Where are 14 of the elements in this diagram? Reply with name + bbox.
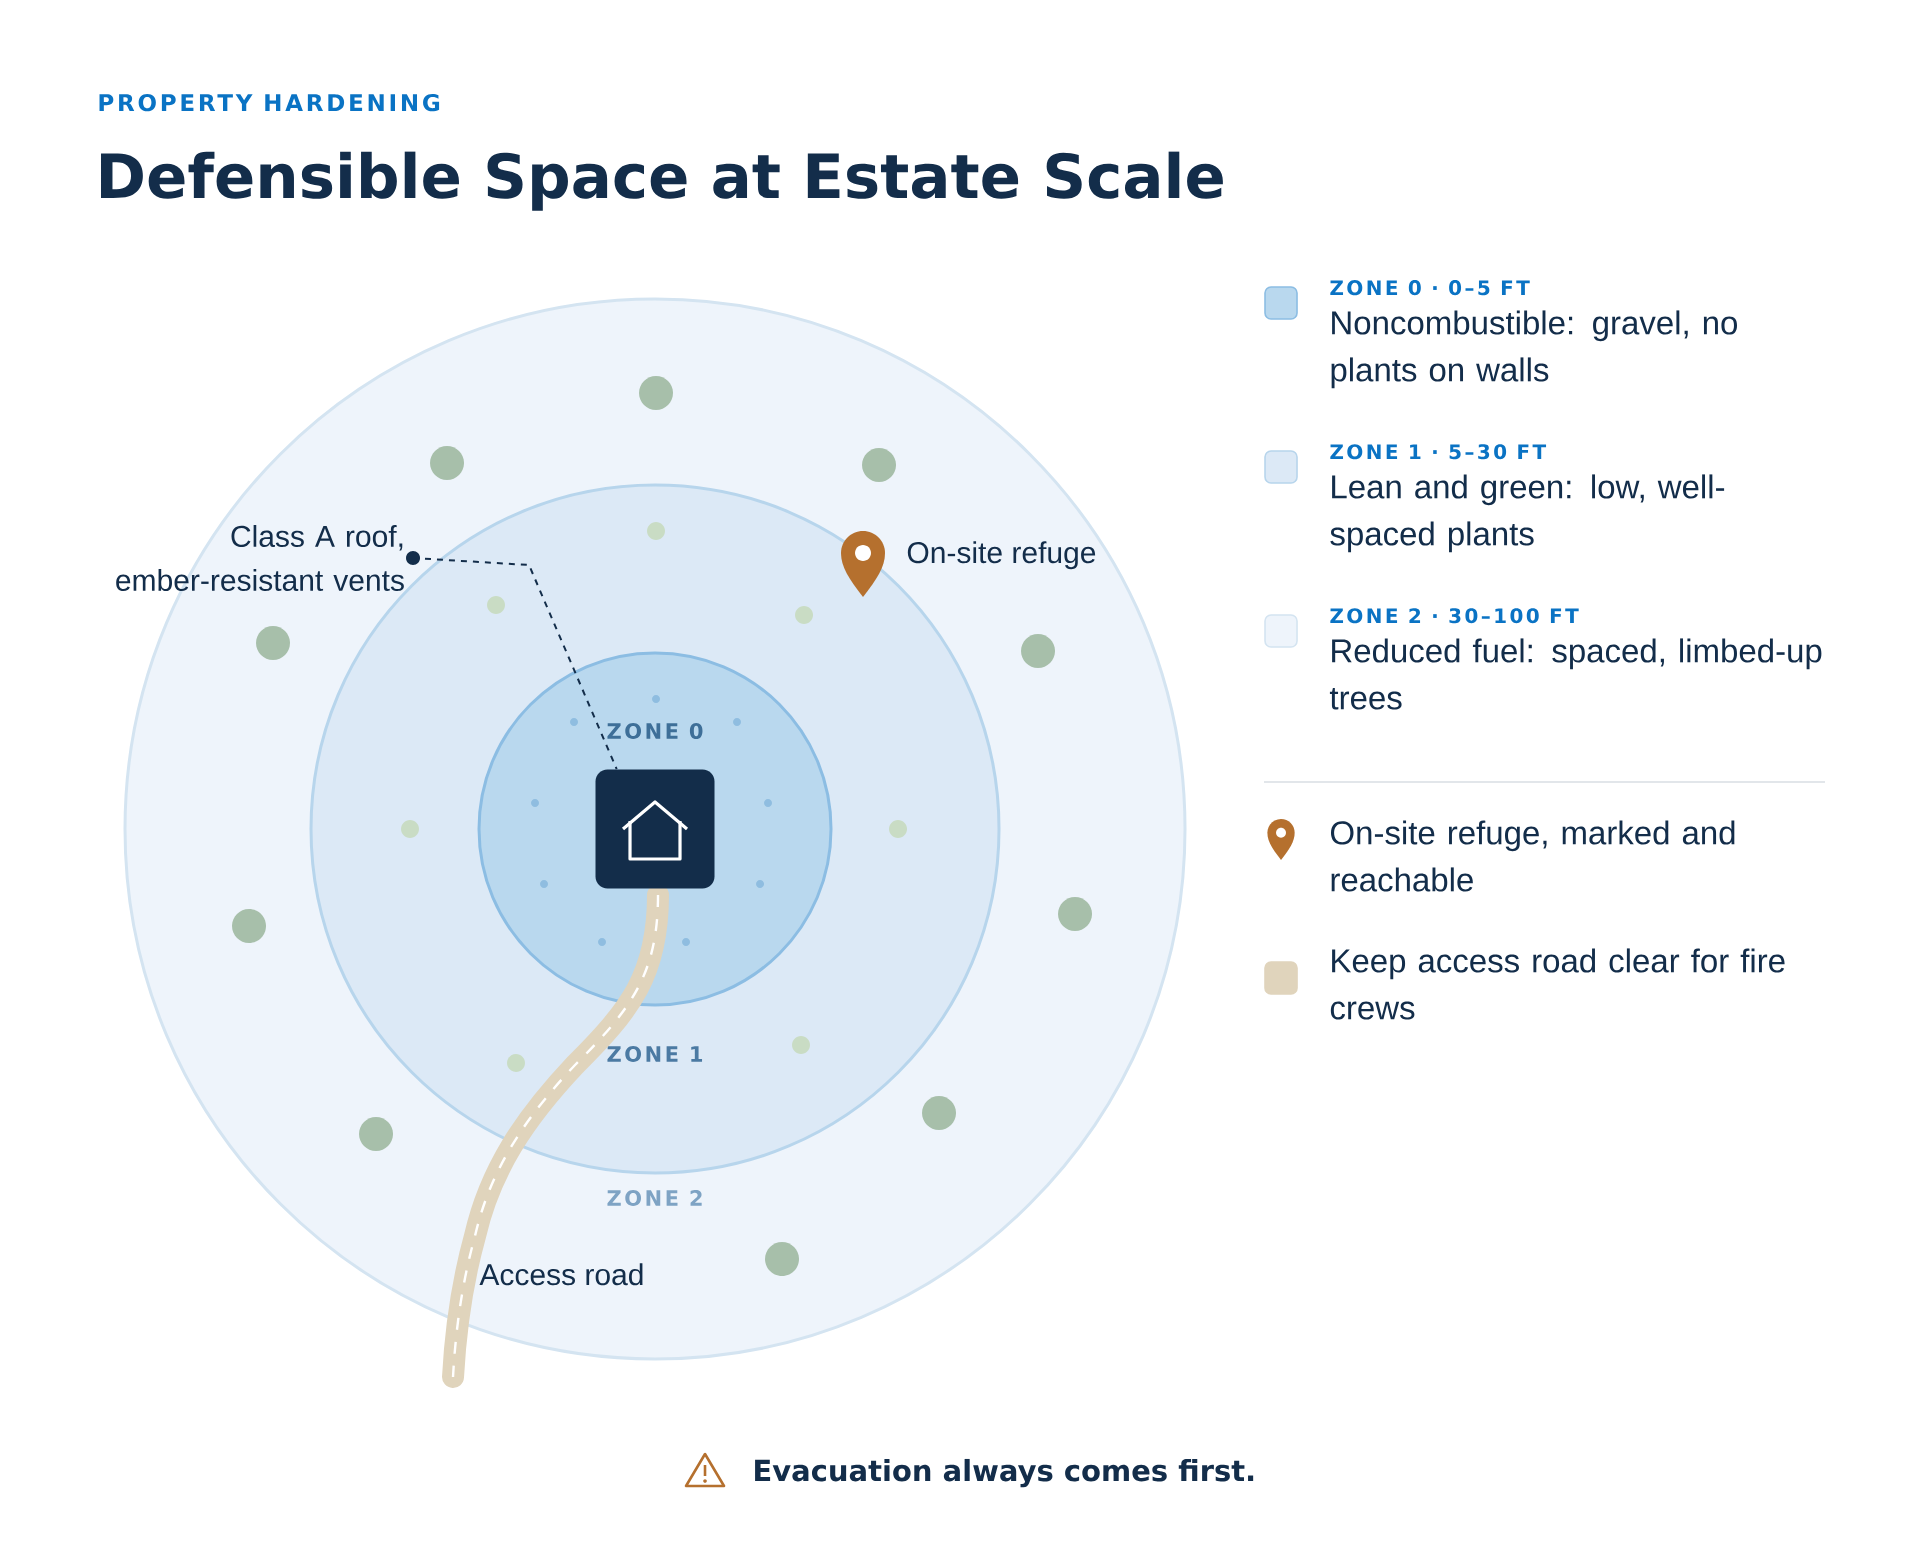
legend-text: Keep access road clear for fire crews (1330, 948, 1785, 1020)
zone-heading: ZONE 2 · 30–100 FT (1330, 608, 1579, 624)
caption: Evacuation always comes first. (755, 1458, 1254, 1488)
house-box (595, 769, 715, 889)
legend-text: Reduced fuel: spaced, limbed-up trees (1329, 638, 1822, 710)
title: Defensible Space at Estate Scale (101, 151, 1223, 211)
legend-text: Lean and green: low, well-spaced plants (1330, 474, 1725, 553)
eyebrow-label: PROPERTY HARDENING (99, 93, 440, 112)
leader-line (406, 551, 618, 771)
map-label: Access road (479, 1263, 643, 1286)
legend-text: Noncombustible: gravel, no plants on walls (1331, 310, 1737, 389)
zone-heading: ZONE 1 · 5–30 FT (1330, 444, 1547, 460)
legend-text: On-site refuge, marked and reachable (1331, 820, 1735, 892)
zone-heading: ZONE 0 · 0–5 FT (1330, 280, 1530, 296)
